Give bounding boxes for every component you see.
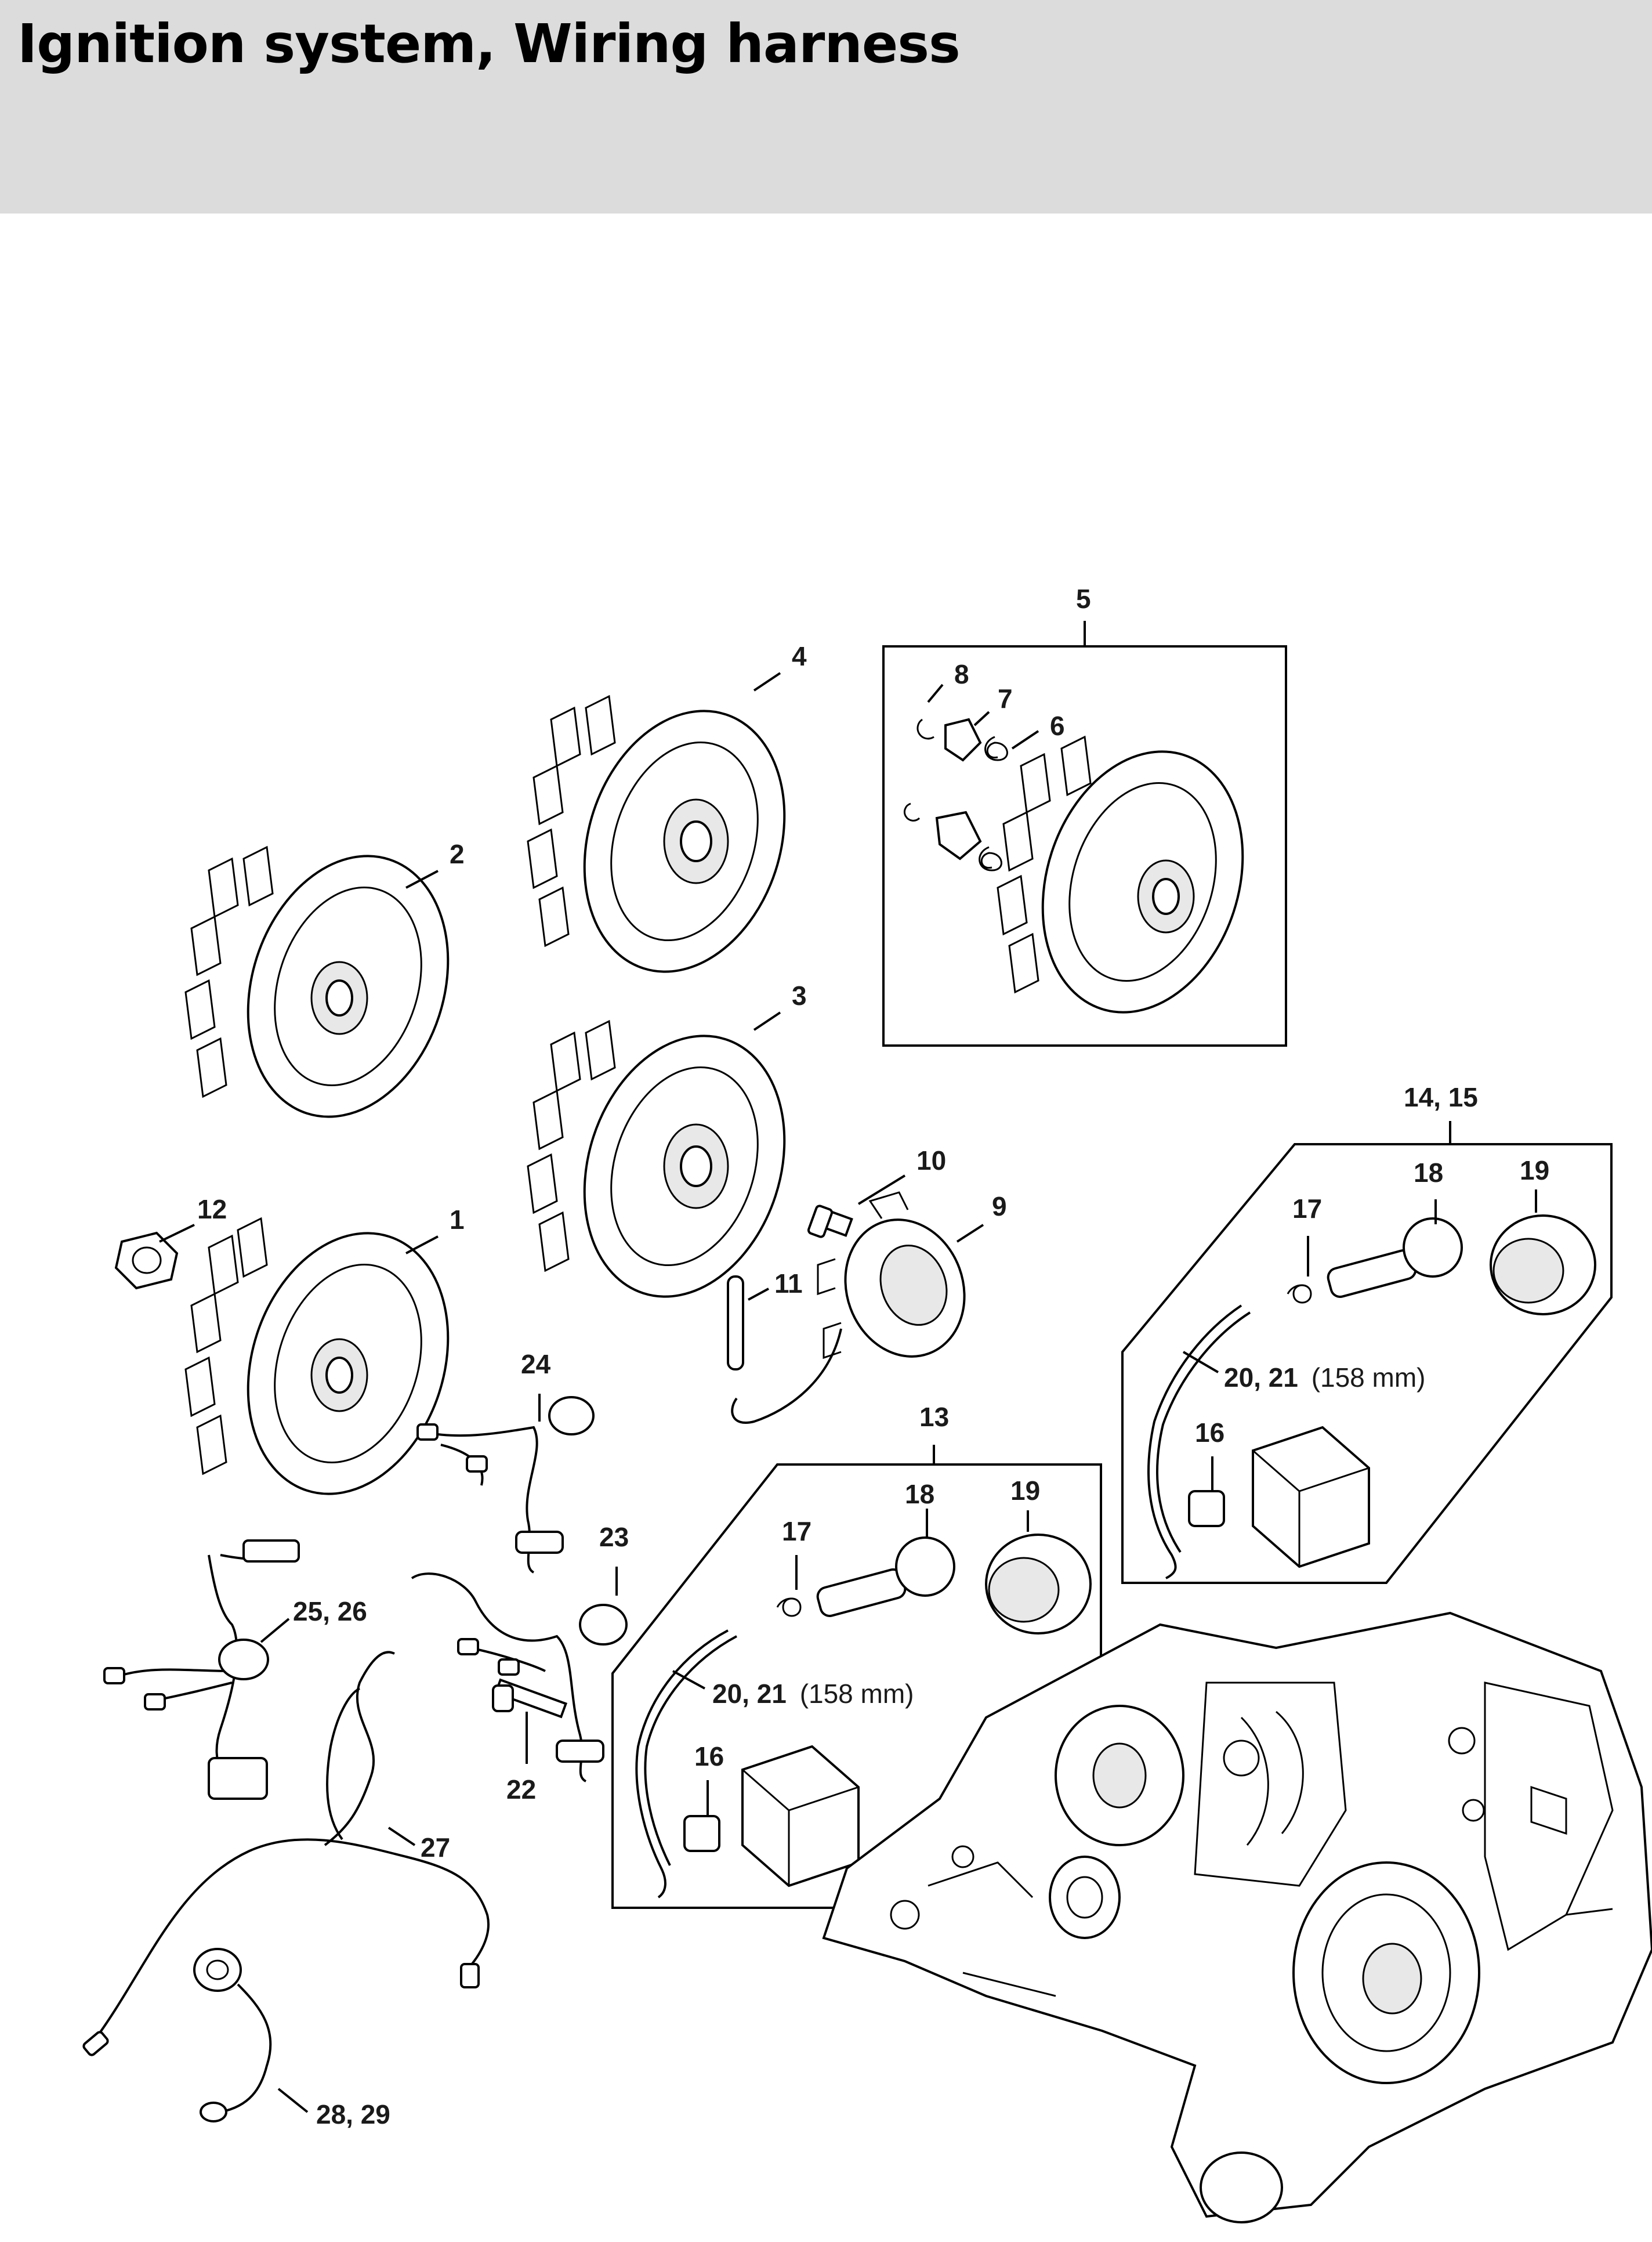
callout-9: 9 <box>992 1191 1007 1221</box>
spark-plug-kit-13 <box>635 1534 1092 1899</box>
callout-20-21a-number: 20, 21 <box>712 1679 787 1709</box>
callout-16b: 16 <box>1195 1417 1224 1448</box>
callout-16a: 16 <box>694 1741 724 1771</box>
engine-crankcase <box>822 1611 1652 2223</box>
callout-20-21b: 20, 21 (158 mm) <box>1224 1362 1426 1393</box>
callout-20-21b-number: 20, 21 <box>1224 1362 1298 1393</box>
callout-17a: 17 <box>782 1516 811 1546</box>
callout-17b: 17 <box>1292 1194 1322 1224</box>
flywheel-1 <box>184 1217 450 1495</box>
flywheel-2 <box>184 845 450 1118</box>
callout-11: 11 <box>774 1268 803 1299</box>
callout-12: 12 <box>197 1194 227 1224</box>
group-box-13 <box>611 1463 1102 1909</box>
callout-20-21b-length: (158 mm) <box>1312 1362 1426 1393</box>
callout-5: 5 <box>1076 584 1091 614</box>
group-box-14-15 <box>1121 1143 1613 1584</box>
callout-18b: 18 <box>1414 1158 1443 1188</box>
callout-10: 10 <box>916 1145 946 1176</box>
callout-7: 7 <box>998 684 1013 714</box>
callout-8: 8 <box>954 659 969 689</box>
spark-plug-kit-14-15 <box>1147 1214 1596 1579</box>
wiring-harness-23 <box>411 1572 628 1782</box>
wiring-harness-25-26 <box>103 1539 300 1800</box>
flywheel-4 <box>527 695 786 973</box>
wiring-harness-24 <box>416 1396 595 1574</box>
flywheel-5 <box>997 735 1244 1014</box>
callout-25-26: 25, 26 <box>293 1596 367 1626</box>
flywheel-3 <box>527 1019 786 1298</box>
page-title: Ignition system, Wiring harness <box>17 13 961 75</box>
callout-3: 3 <box>792 981 807 1011</box>
callout-1: 1 <box>450 1205 465 1235</box>
nut-12 <box>114 1231 179 1290</box>
callout-6: 6 <box>1050 711 1065 741</box>
callout-23: 23 <box>599 1522 629 1552</box>
callout-14-15: 14, 15 <box>1404 1082 1478 1112</box>
ignition-module-9 <box>731 1191 966 1424</box>
pawl-parts <box>903 718 1008 872</box>
screw-22 <box>492 1678 568 1719</box>
callout-24: 24 <box>521 1349 551 1379</box>
pin-11 <box>727 1275 744 1370</box>
leader-lines <box>159 621 1537 2113</box>
callout-13: 13 <box>919 1402 949 1432</box>
callout-4: 4 <box>792 641 807 671</box>
callout-28-29: 28, 29 <box>316 2099 390 2129</box>
screw-10 <box>807 1205 853 1238</box>
ground-wire-28-29 <box>193 1948 272 2122</box>
header-band: Ignition system, Wiring harness <box>0 0 1652 214</box>
callout-19b: 19 <box>1520 1155 1549 1185</box>
wiring-harness-27 <box>82 1651 490 2056</box>
callout-20-21a: 20, 21 (158 mm) <box>712 1679 914 1709</box>
callout-2: 2 <box>450 839 465 869</box>
callout-18a: 18 <box>905 1479 934 1509</box>
callout-20-21a-length: (158 mm) <box>800 1679 914 1709</box>
callout-19a: 19 <box>1010 1476 1040 1506</box>
callout-22: 22 <box>506 1774 536 1805</box>
group-box-5 <box>882 645 1287 1047</box>
callout-27: 27 <box>421 1832 450 1863</box>
